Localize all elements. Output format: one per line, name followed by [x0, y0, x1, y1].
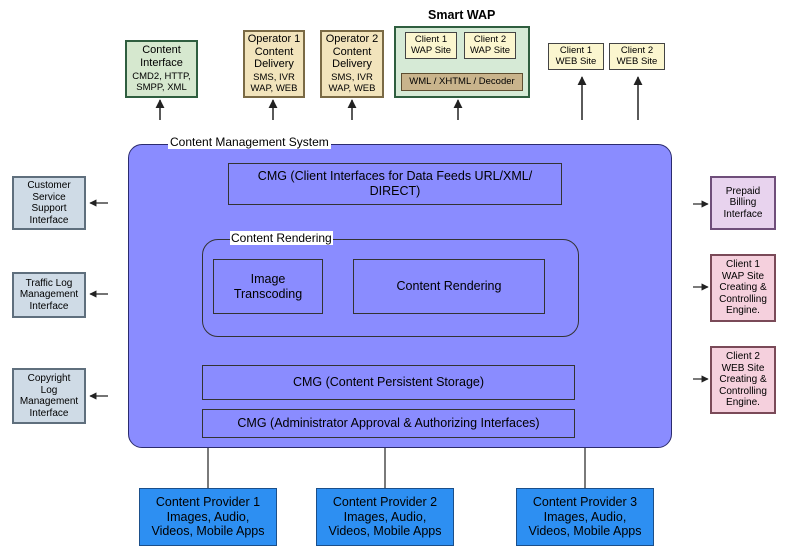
- operator2-delivery-box: Operator 2 Content Delivery SMS, IVR WAP…: [320, 30, 384, 98]
- content-rendering-box: Content Rendering: [353, 259, 545, 314]
- image-transcoding-box: Image Transcoding: [213, 259, 323, 314]
- cmg-admin-approval: CMG (Administrator Approval & Authorizin…: [202, 409, 575, 438]
- operator1-detail: SMS, IVR WAP, WEB: [250, 72, 298, 94]
- content-rendering-label: Content Rendering: [230, 231, 333, 245]
- smart-wap-client1: Client 1 WAP Site: [405, 32, 457, 59]
- smart-wap-title: Smart WAP: [428, 8, 496, 22]
- prepaid-billing-box: Prepaid Billing Interface: [710, 176, 776, 230]
- content-interface-title: Content Interface: [140, 44, 183, 70]
- cms-container: CMG (Client Interfaces for Data Feeds UR…: [128, 144, 672, 448]
- operator1-delivery-box: Operator 1 Content Delivery SMS, IVR WAP…: [243, 30, 305, 98]
- customer-service-box: Customer Service Support Interface: [12, 176, 86, 230]
- content-provider-1: Content Provider 1 Images, Audio, Videos…: [139, 488, 277, 546]
- provider-3-title: Content Provider 3: [532, 495, 638, 510]
- client2-engine-box: Client 2 WEB Site Creating & Controlling…: [710, 346, 776, 414]
- cmg-persistent-storage: CMG (Content Persistent Storage): [202, 365, 575, 400]
- operator2-detail: SMS, IVR WAP, WEB: [328, 72, 376, 94]
- smart-wap-box: Client 1 WAP Site Client 2 WAP Site WML …: [394, 26, 530, 98]
- content-interface-box: Content Interface CMD2, HTTP, SMPP, XML: [125, 40, 198, 98]
- provider-1-title: Content Provider 1: [155, 495, 261, 510]
- content-interface-detail: CMD2, HTTP, SMPP, XML: [132, 70, 191, 93]
- content-provider-2: Content Provider 2 Images, Audio, Videos…: [316, 488, 454, 546]
- provider-1-detail: Images, Audio, Videos, Mobile Apps: [151, 509, 265, 539]
- content-rendering-group: Image Transcoding Content Rendering: [202, 239, 579, 337]
- traffic-log-box: Traffic Log Management Interface: [12, 272, 86, 318]
- web-client1-box: Client 1 WEB Site: [548, 43, 604, 70]
- provider-3-detail: Images, Audio, Videos, Mobile Apps: [528, 509, 642, 539]
- smart-wap-decoder: WML / XHTML / Decoder: [401, 73, 523, 91]
- provider-2-title: Content Provider 2: [332, 495, 438, 510]
- operator2-title: Operator 2 Content Delivery: [325, 33, 379, 71]
- cmg-data-feeds: CMG (Client Interfaces for Data Feeds UR…: [228, 163, 562, 205]
- client1-engine-box: Client 1 WAP Site Creating & Controlling…: [710, 254, 776, 322]
- smart-wap-client2: Client 2 WAP Site: [464, 32, 516, 59]
- content-provider-3: Content Provider 3 Images, Audio, Videos…: [516, 488, 654, 546]
- copyright-log-box: Copyright Log Management Interface: [12, 368, 86, 424]
- operator1-title: Operator 1 Content Delivery: [247, 33, 301, 71]
- cms-label: Content Management System: [168, 135, 331, 149]
- provider-2-detail: Images, Audio, Videos, Mobile Apps: [328, 509, 442, 539]
- web-client2-box: Client 2 WEB Site: [609, 43, 665, 70]
